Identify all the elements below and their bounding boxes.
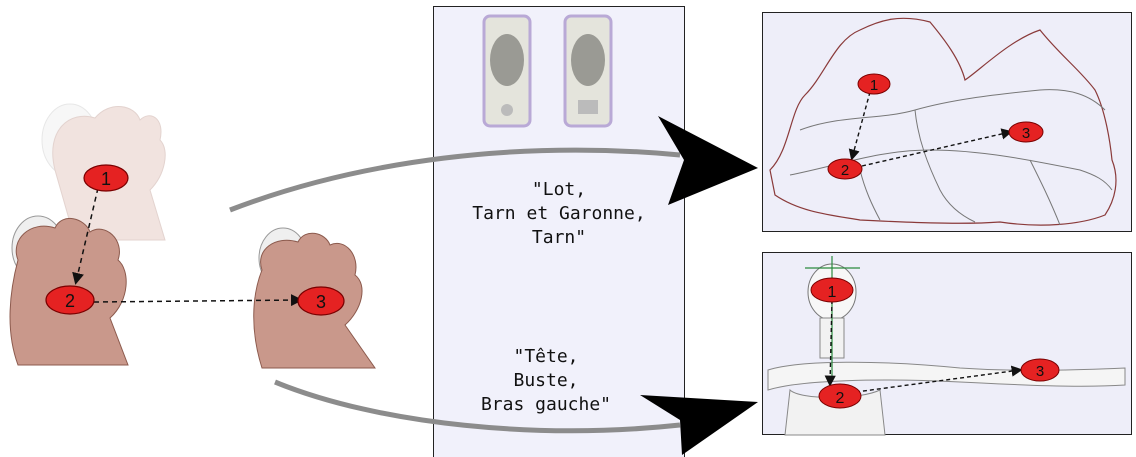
marker-2-body: 2 [819,384,861,408]
svg-text:1: 1 [870,77,878,94]
svg-text:2: 2 [841,162,849,179]
svg-text:3: 3 [1022,125,1030,142]
marker-3-body: 3 [1021,359,1059,381]
svg-text:3: 3 [1036,363,1044,380]
marker-1-body: 1 [811,278,853,302]
marker-2-left: 2 [46,286,94,314]
marker-3-map: 3 [1009,122,1043,142]
svg-text:1: 1 [101,169,111,189]
marker-1-map: 1 [858,74,890,94]
marker-1-left: 1 [84,165,128,191]
map-of-regions-icon [770,18,1116,225]
speaker-icon [484,16,611,126]
region-query-text: "Lot, Tarn et Garonne, Tarn" [433,178,685,250]
svg-text:2: 2 [65,291,75,311]
svg-text:3: 3 [316,292,326,312]
svg-text:2: 2 [836,390,845,407]
marker-2-map: 2 [828,159,862,179]
marker-3-left: 3 [298,287,344,315]
body-query-text: "Tête, Buste, Bras gauche" [420,345,672,417]
svg-text:1: 1 [828,284,837,301]
